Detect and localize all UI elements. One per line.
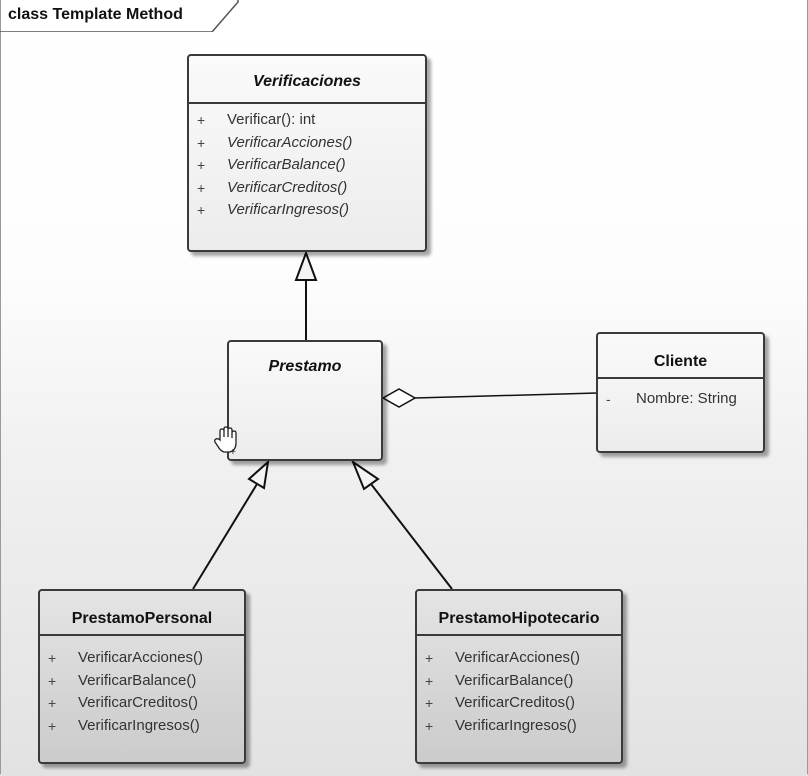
operation-signature: VerificarIngresos() <box>227 201 349 218</box>
operation-signature: VerificarAcciones() <box>227 133 353 151</box>
class-separator <box>189 102 425 104</box>
operation: + Verificar(): int <box>189 110 425 133</box>
visibility-marker: + <box>48 717 57 734</box>
visibility-marker: + <box>197 112 206 128</box>
class-cliente[interactable]: Cliente - Nombre: String <box>596 332 765 453</box>
operation: + VerificarIngresos() <box>189 200 425 223</box>
class-name: PrestamoPersonal <box>71 610 213 627</box>
svg-text:+: + <box>230 447 236 456</box>
visibility-marker: + <box>197 179 206 196</box>
class-separator <box>40 634 244 636</box>
operations-compartment: + VerificarAcciones() + VerificarBalance… <box>417 636 621 738</box>
class-name: PrestamoHipotecario <box>438 610 600 627</box>
aggregation-prestamo-cliente <box>381 388 598 408</box>
operation-signature: VerificarBalance() <box>227 156 346 173</box>
visibility-marker: + <box>48 650 57 666</box>
visibility-marker: - <box>606 391 611 407</box>
class-separator <box>598 377 763 379</box>
operation-signature: VerificarBalance() <box>455 671 574 689</box>
visibility-marker: + <box>48 672 57 689</box>
operation-signature: VerificarCreditos() <box>78 694 199 711</box>
visibility-marker: + <box>197 157 206 173</box>
visibility-marker: + <box>197 134 206 151</box>
operation-signature: VerificarAcciones() <box>78 649 204 666</box>
visibility-marker: + <box>425 695 434 711</box>
operation: + VerificarCreditos() <box>40 693 244 716</box>
generalization-prestamo-hipotecario <box>350 459 453 590</box>
generalization-verificaciones <box>294 250 318 340</box>
diagram-title: class Template Method <box>8 6 183 23</box>
attributes-compartment: - Nombre: String <box>598 379 763 412</box>
operation: + VerificarCreditos() <box>189 178 425 201</box>
class-name: Verificaciones <box>253 73 361 90</box>
class-prestamo-hipotecario[interactable]: PrestamoHipotecario + VerificarAcciones(… <box>415 589 623 764</box>
class-prestamo-personal[interactable]: PrestamoPersonal + VerificarAcciones() +… <box>38 589 246 764</box>
visibility-marker: + <box>197 202 206 218</box>
operation-signature: VerificarAcciones() <box>455 649 581 666</box>
visibility-marker: + <box>425 717 434 734</box>
class-verificaciones[interactable]: Verificaciones + Verificar(): int + Veri… <box>187 54 427 252</box>
frame-label-tab <box>0 0 239 32</box>
class-name: Prestamo <box>268 358 342 375</box>
operation: + VerificarBalance() <box>189 155 425 178</box>
operation: + VerificarBalance() <box>417 671 621 694</box>
hand-cursor-icon: + <box>214 426 237 456</box>
visibility-marker: + <box>425 672 434 689</box>
operation: + VerificarAcciones() <box>189 133 425 156</box>
operation: + VerificarCreditos() <box>417 693 621 716</box>
visibility-marker: + <box>48 695 57 711</box>
generalization-prestamo-personal <box>192 459 270 590</box>
class-separator <box>417 634 621 636</box>
operation-signature: VerificarIngresos() <box>455 716 577 734</box>
operation: + VerificarAcciones() <box>40 648 244 671</box>
operation-signature: VerificarBalance() <box>78 671 197 689</box>
attribute: - Nombre: String <box>598 389 763 412</box>
visibility-marker: + <box>425 650 434 666</box>
class-prestamo[interactable]: Prestamo <box>227 340 383 461</box>
operation-signature: Verificar(): int <box>227 111 316 128</box>
operations-compartment: + VerificarAcciones() + VerificarBalance… <box>40 636 244 738</box>
operation-signature: VerificarIngresos() <box>78 716 200 734</box>
attribute-signature: Nombre: String <box>636 390 737 407</box>
operation: + VerificarIngresos() <box>40 716 244 739</box>
class-name: Cliente <box>653 353 708 370</box>
operation-signature: VerificarCreditos() <box>455 694 576 711</box>
operation: + VerificarAcciones() <box>417 648 621 671</box>
operation-signature: VerificarCreditos() <box>227 178 348 196</box>
operation: + VerificarIngresos() <box>417 716 621 739</box>
operation: + VerificarBalance() <box>40 671 244 694</box>
operations-compartment: + Verificar(): int + VerificarAcciones()… <box>189 104 425 223</box>
